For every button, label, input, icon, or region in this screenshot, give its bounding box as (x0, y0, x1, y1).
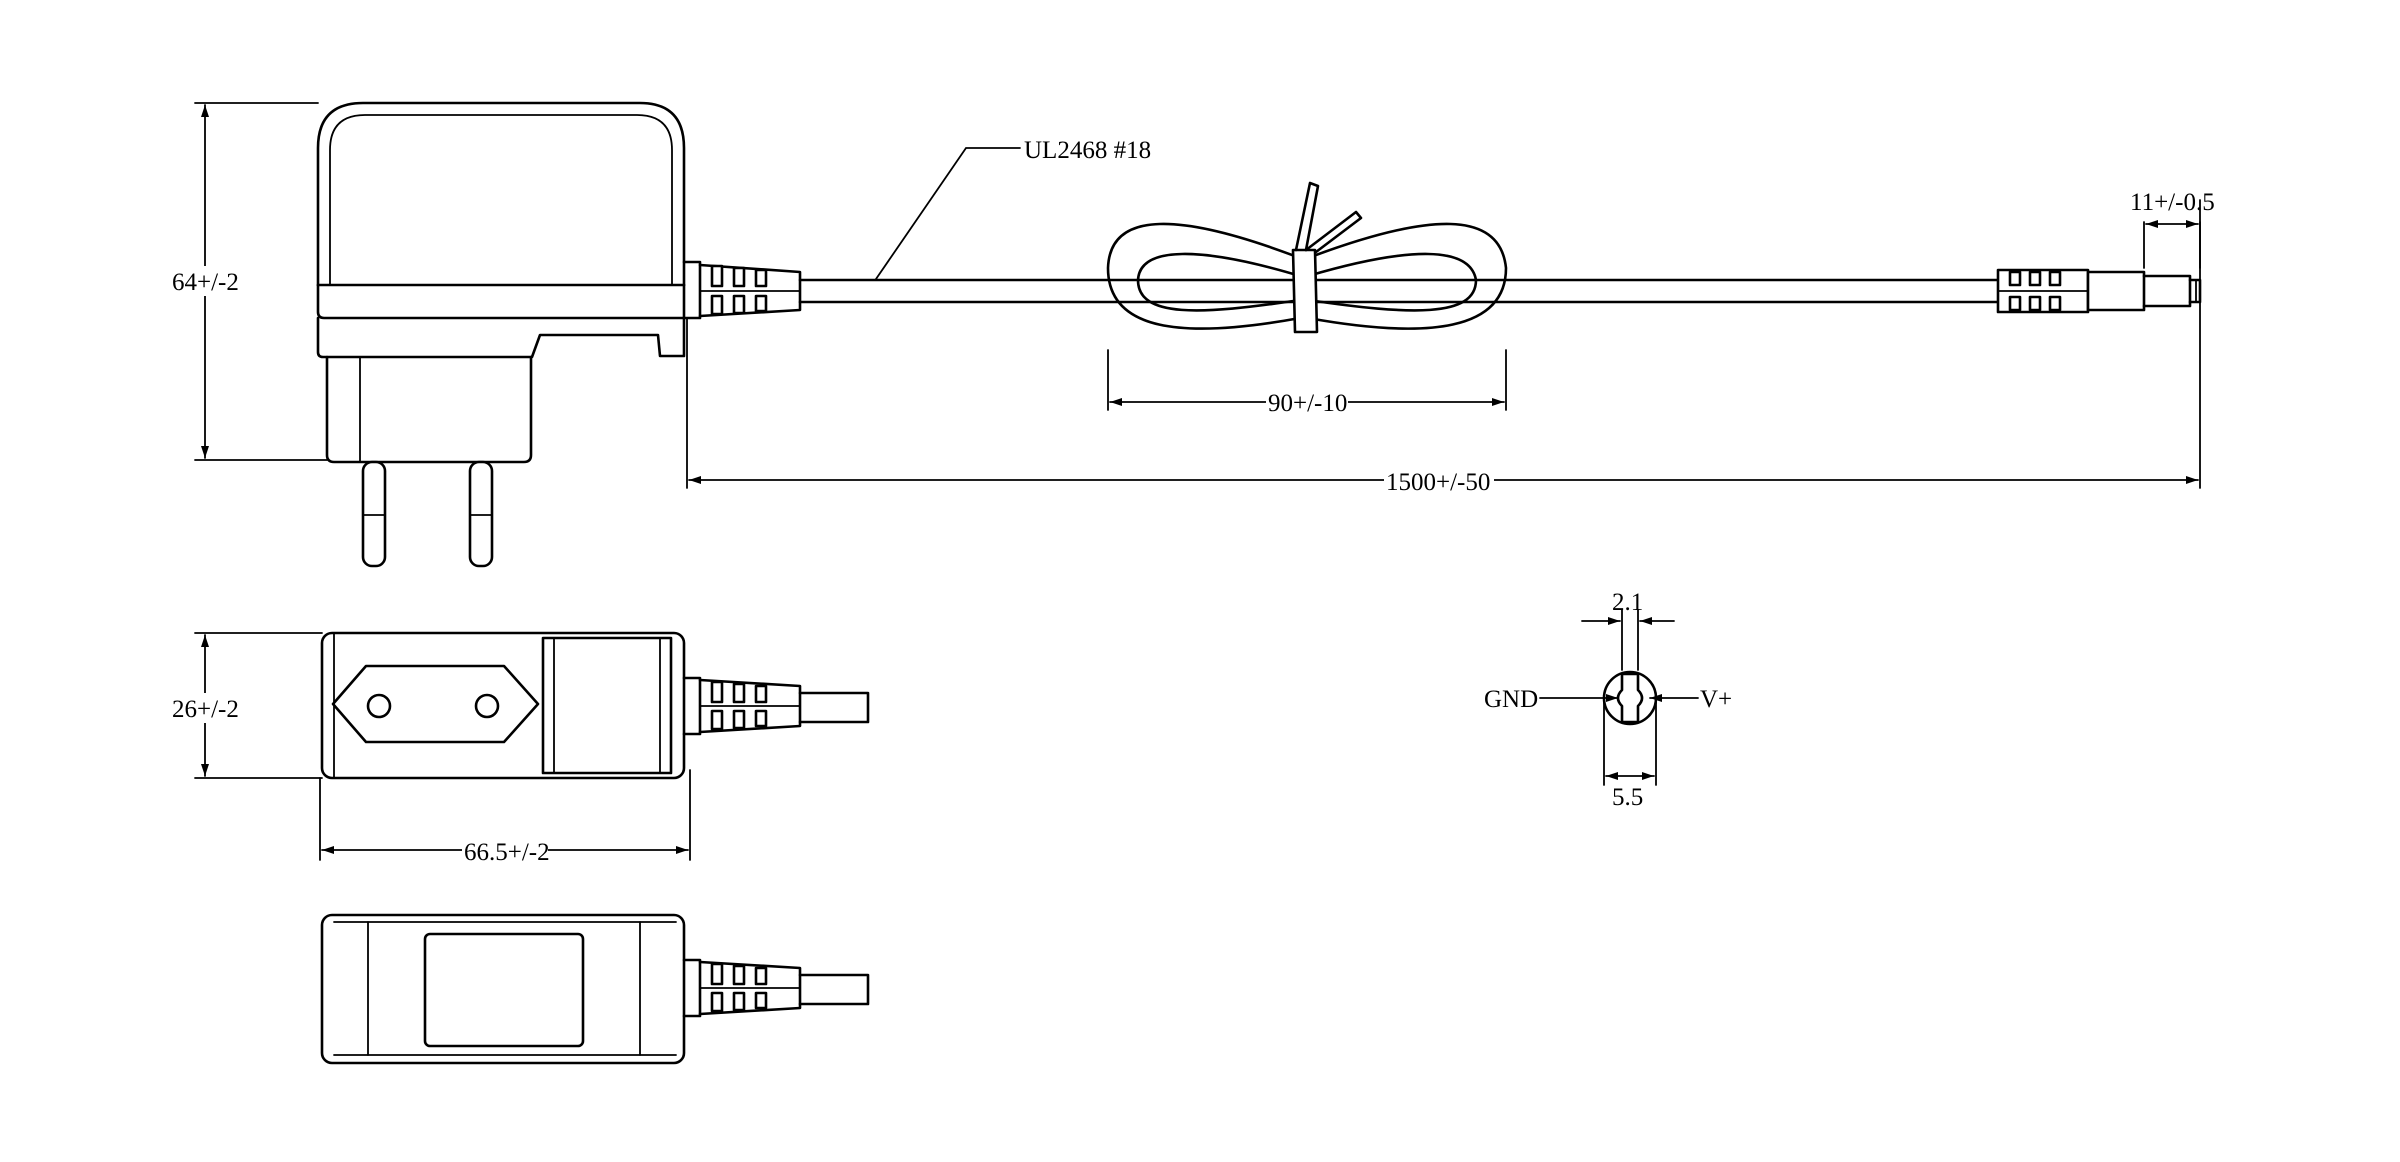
strain-relief-top (682, 260, 802, 320)
cable-loop (1106, 181, 1508, 334)
height-dimension-label: 64+/-2 (172, 269, 239, 296)
dimension-lines (194, 102, 2201, 861)
plug-length-dimension-label: 11+/-0.5 (2130, 189, 2215, 216)
inner-diameter-label: 2.1 (1612, 589, 1643, 616)
gnd-label: GND (1484, 686, 1538, 713)
width-dimension-label: 26+/-2 (172, 696, 239, 723)
depth-dimension-label: 66.5+/-2 (464, 839, 550, 866)
adapter-side-view (316, 101, 802, 568)
cable-spec-label: UL2468 #18 (1024, 137, 1151, 164)
adapter-bottom-view (320, 913, 870, 1065)
dimension-labels: 64+/-2 26+/-2 66.5+/-2 1500+/-50 90+/-10… (172, 137, 2215, 866)
dc-plug (1996, 268, 2202, 314)
loop-dimension-label: 90+/-10 (1268, 390, 1347, 417)
vplus-label: V+ (1700, 686, 1732, 713)
outer-diameter-label: 5.5 (1612, 784, 1643, 811)
cable (798, 278, 2000, 304)
adapter-top-view (320, 631, 870, 780)
total-length-dimension-label: 1500+/-50 (1386, 469, 1490, 496)
